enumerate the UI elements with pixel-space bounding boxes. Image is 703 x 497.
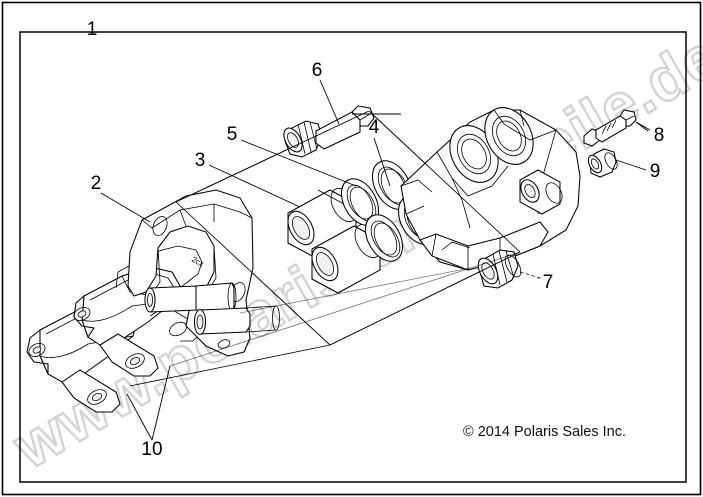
- bracket-slide-pin-lower: [193, 305, 280, 336]
- pin-boot-bushing: [477, 249, 522, 289]
- caliper-piston-lower: [311, 223, 382, 294]
- leader-lines: [20, 31, 686, 441]
- bleeder-screw: [583, 109, 637, 147]
- callout-6[interactable]: 6: [312, 60, 323, 81]
- bleeder-cap: [587, 148, 618, 178]
- exploded-assembly-artwork: 2cx: [26, 105, 637, 413]
- copyright-notice: © 2014 Polaris Sales Inc.: [463, 424, 626, 440]
- callout-7[interactable]: 7: [543, 272, 554, 293]
- callout-2[interactable]: 2: [91, 173, 102, 194]
- seal-ring-c: [364, 214, 404, 262]
- callout-labels: 1 2 3 4 5 6 7 8 9 10: [87, 19, 665, 460]
- pad-pin-hole: [87, 389, 107, 405]
- callout-10[interactable]: 10: [141, 439, 162, 460]
- callout-4[interactable]: 4: [369, 117, 380, 138]
- bracket-slide-pin-upper: [144, 282, 237, 313]
- callout-5[interactable]: 5: [227, 124, 238, 145]
- callout-8[interactable]: 8: [654, 125, 665, 146]
- caliper-housing: [400, 107, 581, 271]
- callout-3[interactable]: 3: [195, 150, 206, 171]
- callout-9[interactable]: 9: [650, 161, 661, 182]
- callout-1[interactable]: 1: [87, 19, 98, 40]
